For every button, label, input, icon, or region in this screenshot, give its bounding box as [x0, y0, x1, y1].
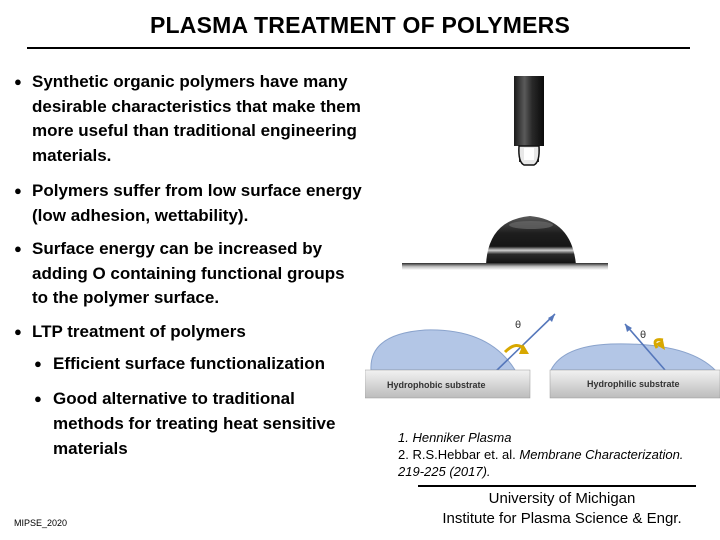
sub-bullet-text: Efficient surface functionalization	[53, 354, 326, 373]
institution-line-1: University of Michigan	[488, 490, 636, 507]
hydrophilic-label: Hydrophilic substrate	[587, 379, 680, 389]
institution-block: University of Michigan Institute for Pla…	[412, 489, 712, 529]
bullet-icon: ●	[34, 356, 42, 371]
reference-2: 2. R.S.Hebbar et. al. Membrane Character…	[398, 447, 684, 462]
bullet-item: ● Polymers suffer from low surface energ…	[12, 179, 362, 228]
bullet-icon: ●	[14, 74, 22, 89]
bullet-icon: ●	[14, 323, 22, 339]
institution-line-2: Institute for Plasma Science & Engr.	[442, 510, 682, 527]
institution-rule	[418, 485, 696, 487]
contact-angle-figure: θ Hydrophobic substrate θ Hydrophilic su…	[365, 313, 720, 399]
bullet-text: Polymers suffer from low surface energy …	[32, 181, 362, 225]
bullet-text: LTP treatment of polymers	[32, 321, 246, 341]
bullet-item: ● Surface energy can be increased by add…	[12, 237, 362, 311]
bullet-item: ● LTP treatment of polymers	[12, 320, 362, 345]
bullet-list: ● Synthetic organic polymers have many d…	[12, 70, 362, 461]
bullet-text: Surface energy can be increased by addin…	[32, 239, 345, 307]
title-underline	[27, 47, 690, 49]
theta-label-left: θ	[515, 320, 521, 331]
bullet-icon: ●	[34, 391, 42, 406]
sub-bullet-item: ● Good alternative to traditional method…	[32, 386, 362, 461]
slide-title: PLASMA TREATMENT OF POLYMERS	[149, 12, 571, 38]
references: 1. Henniker Plasma 2. R.S.Hebbar et. al.…	[398, 429, 716, 480]
reference-2-pages: 219-225 (2017).	[398, 464, 491, 479]
bullet-text: Synthetic organic polymers have many des…	[32, 72, 361, 165]
tangent-arrow-left	[494, 313, 556, 373]
droplet-photo	[402, 76, 608, 270]
bullet-icon: ●	[14, 241, 22, 256]
bullet-item: ● Synthetic organic polymers have many d…	[12, 70, 362, 168]
tangent-arrow-right	[624, 323, 666, 371]
theta-label-right: θ	[640, 330, 646, 341]
reference-1: 1. Henniker Plasma	[398, 430, 512, 445]
sub-bullet-text: Good alternative to traditional methods …	[53, 389, 336, 458]
sub-bullet-item: ● Efficient surface functionalization	[32, 351, 362, 376]
hydrophobic-label: Hydrophobic substrate	[387, 380, 486, 390]
bullet-icon: ●	[14, 183, 22, 198]
footer-label: MIPSE_2020	[14, 518, 68, 528]
